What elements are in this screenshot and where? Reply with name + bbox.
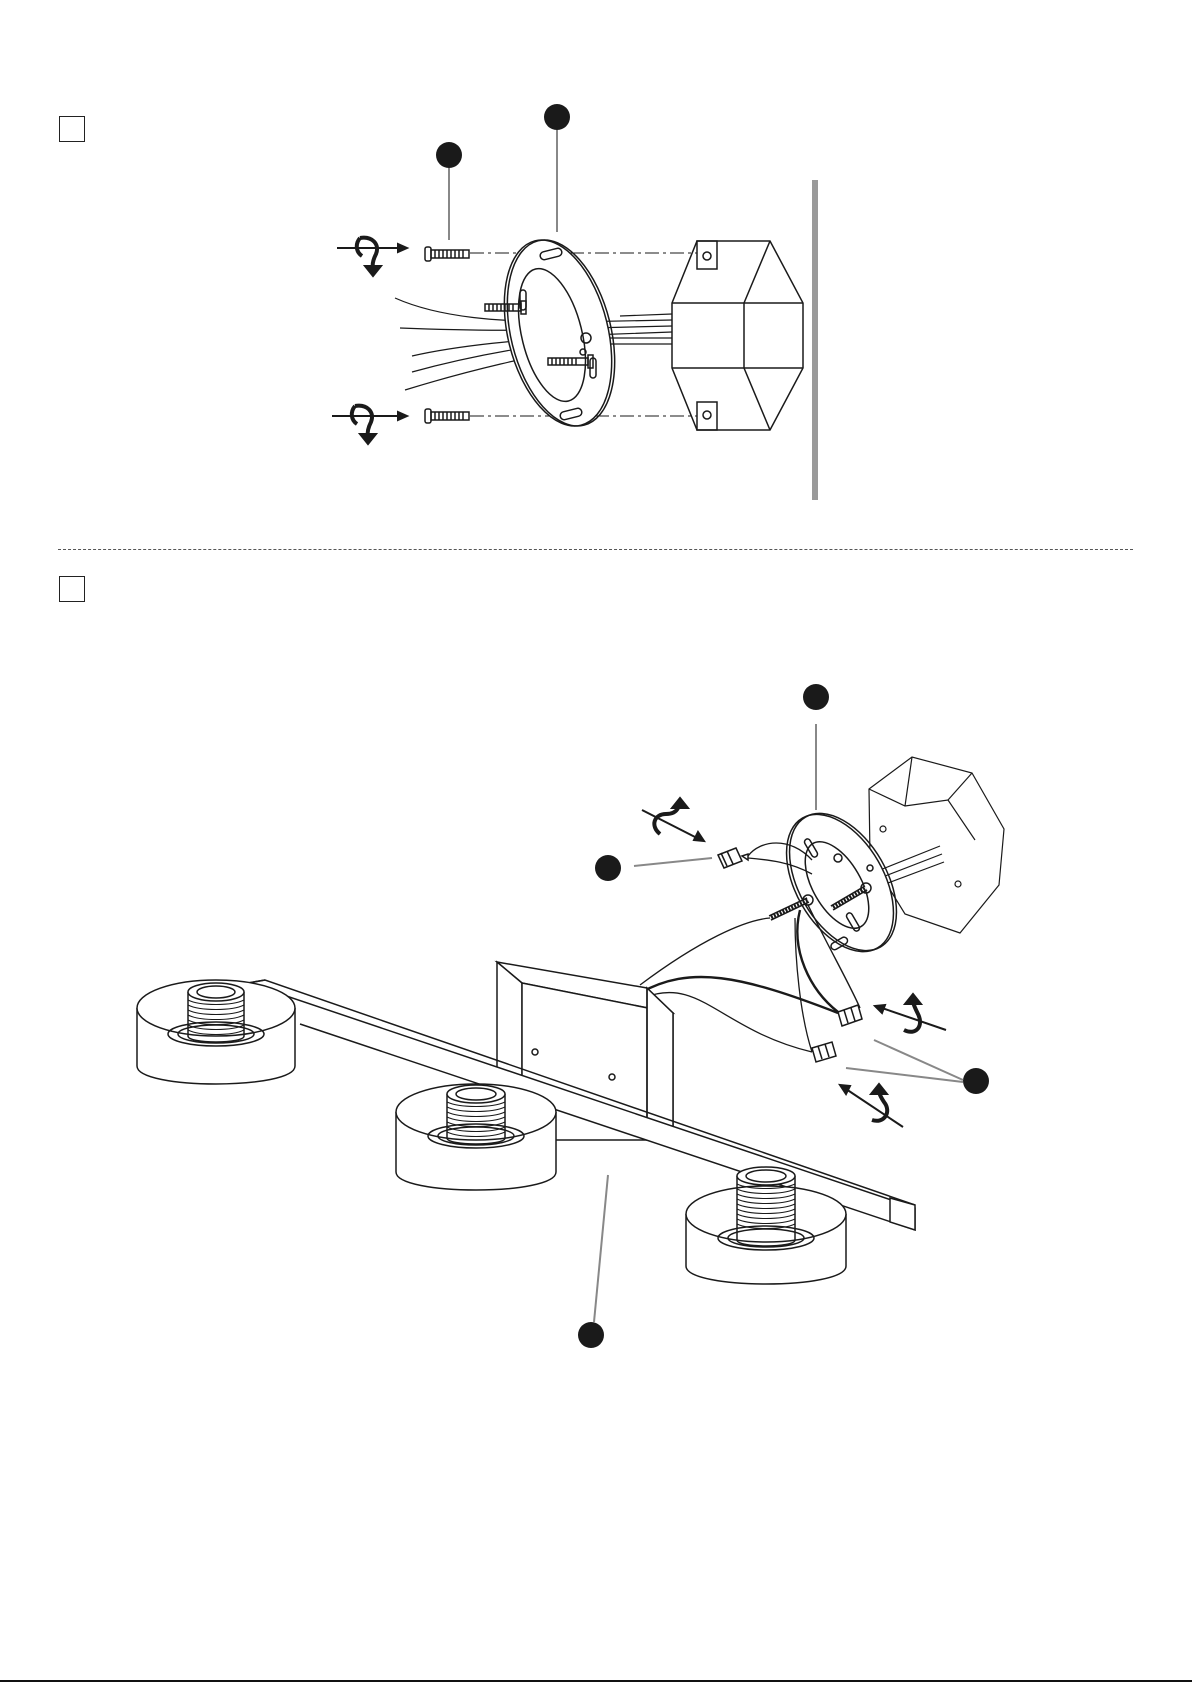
rotate-clockwise-icon <box>337 238 407 276</box>
lamp-holder-left <box>137 980 295 1084</box>
callout-fixture-bar <box>578 1175 608 1348</box>
rotate-counterclockwise-icon <box>642 798 704 841</box>
rotate-counterclockwise-icon <box>840 1084 903 1127</box>
supply-wires <box>880 846 944 886</box>
rotate-clockwise-icon <box>332 406 407 444</box>
mounting-plate <box>487 229 633 438</box>
junction-box <box>672 241 803 430</box>
callout-wire-connectors <box>846 1040 989 1094</box>
lamp-holder-center <box>396 1084 556 1190</box>
callout-mounting-plate <box>544 104 570 232</box>
callout-screw <box>436 142 462 240</box>
wire-connector <box>838 1005 862 1026</box>
wire-connector <box>718 848 748 868</box>
mounting-plate <box>764 795 918 970</box>
rotate-counterclockwise-icon <box>875 994 946 1032</box>
step-1-illustration <box>332 104 815 500</box>
wire-connector <box>812 1042 836 1062</box>
callout-mounting-plate <box>803 684 829 810</box>
callout-wire-connector <box>595 855 712 881</box>
mounting-screw-bottom <box>425 409 469 423</box>
step-2-illustration <box>137 684 1004 1348</box>
mounting-screw-top <box>425 247 469 261</box>
